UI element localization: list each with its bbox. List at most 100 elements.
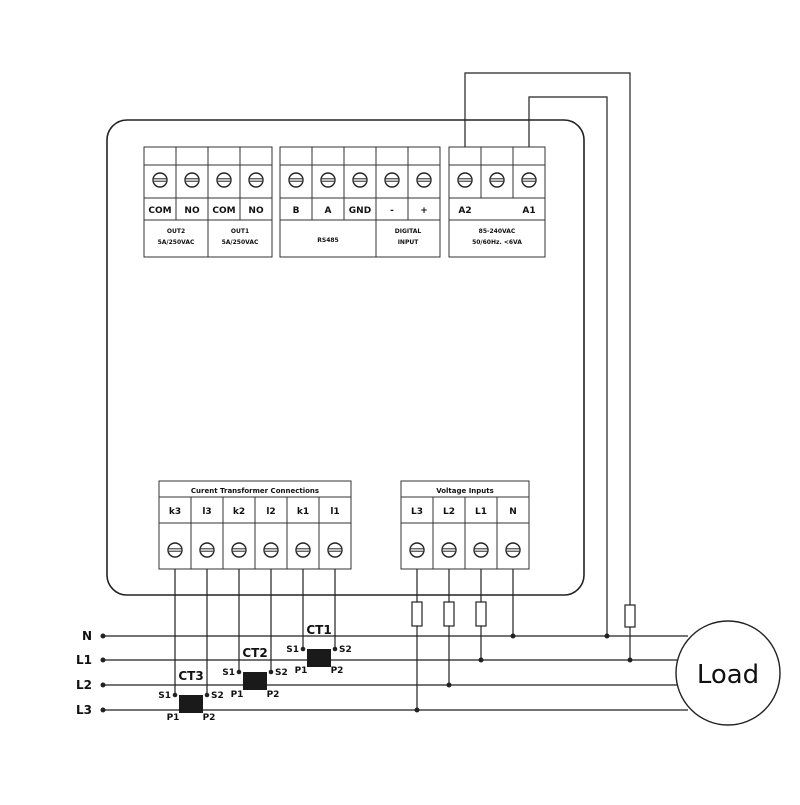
terminal-label-no-2: NO: [184, 206, 200, 216]
ct-wires: [174, 569, 336, 695]
junction-dot-icon: [510, 633, 516, 639]
ct2-s1: S1: [222, 668, 235, 678]
comm-terminal-block: B A GND - + RS485 DIGITAL INPUT: [279, 146, 441, 258]
ct1-s2: S2: [339, 645, 352, 655]
screw-icon[interactable]: [505, 542, 521, 558]
screw-icon[interactable]: [199, 542, 215, 558]
ct1-label: CT1: [306, 623, 331, 637]
rs485-label: RS485: [317, 237, 338, 244]
supply-lines: N L1 L2 L3: [76, 629, 688, 717]
out1-rating: 5A/250VAC: [222, 239, 259, 246]
line-label-l1: L1: [76, 653, 92, 667]
ct-label-k2: k2: [233, 507, 245, 517]
ct2-s2: S2: [275, 668, 288, 678]
screw-icon[interactable]: [384, 172, 400, 188]
ct-terminal-block: Curent Transformer Connections k3 l3 k2 …: [158, 480, 352, 570]
screw-icon[interactable]: [441, 542, 457, 558]
ct3-core: [179, 695, 203, 713]
voltage-terminal-block: Voltage Inputs L3 L2 L1 N: [400, 480, 530, 570]
screw-icon[interactable]: [473, 542, 489, 558]
screw-icon[interactable]: [295, 542, 311, 558]
screw-icon[interactable]: [216, 172, 232, 188]
screw-icon[interactable]: [352, 172, 368, 188]
ct-label-l3: l3: [202, 507, 211, 517]
ct2-label: CT2: [242, 646, 267, 660]
screw-icon[interactable]: [231, 542, 247, 558]
terminal-label-a: A: [325, 206, 332, 216]
screw-icon[interactable]: [327, 542, 343, 558]
supply-voltage-label: 85-240VAC: [479, 228, 516, 235]
junction-dot-icon: [478, 657, 484, 663]
screw-icon[interactable]: [489, 172, 505, 188]
line-label-n: N: [82, 629, 92, 643]
terminal-label-no-1: NO: [248, 206, 264, 216]
load-label: Load: [697, 660, 759, 690]
screw-icon[interactable]: [152, 172, 168, 188]
wire-supply-a2: [464, 72, 631, 605]
ct3-label: CT3: [178, 669, 203, 683]
screw-icon[interactable]: [521, 172, 537, 188]
ct2-p1: P1: [231, 690, 244, 700]
screw-icon[interactable]: [288, 172, 304, 188]
junction-dot-icon: [446, 682, 452, 688]
line-label-l3: L3: [76, 703, 92, 717]
terminal-label-com-2: COM: [148, 206, 171, 216]
out1-label: OUT1: [231, 228, 249, 235]
ct2-core: [243, 672, 267, 690]
ct3-s2: S2: [211, 691, 224, 701]
screw-icon[interactable]: [184, 172, 200, 188]
junction-dot-icon: [414, 707, 420, 713]
voltage-input-wires: [411, 569, 633, 713]
terminal-label-com-1: COM: [212, 206, 235, 216]
ct-label-l2: l2: [266, 507, 275, 517]
voltage-label-l1: L1: [475, 507, 487, 517]
terminal-label-minus: -: [390, 206, 394, 216]
terminal-label-gnd: GND: [349, 206, 371, 216]
ct3-p1: P1: [167, 713, 180, 723]
ct1-s1: S1: [286, 645, 299, 655]
terminal-label-a1: A1: [522, 206, 535, 216]
voltage-block-header: Voltage Inputs: [436, 487, 494, 495]
terminal-label-a2: A2: [458, 206, 471, 216]
ct3: CT3 S1 S2 P1 P2: [158, 669, 224, 723]
line-label-l2: L2: [76, 678, 92, 692]
out2-rating: 5A/250VAC: [158, 239, 195, 246]
screw-icon[interactable]: [457, 172, 473, 188]
screw-icon[interactable]: [248, 172, 264, 188]
terminal-label-b: B: [293, 206, 300, 216]
junction-dot-icon: [627, 657, 633, 663]
ct-label-k3: k3: [169, 507, 181, 517]
voltage-label-n: N: [509, 507, 517, 517]
screw-icon[interactable]: [409, 542, 425, 558]
ct1-p2: P2: [331, 666, 344, 676]
screw-icon[interactable]: [320, 172, 336, 188]
ct1-p1: P1: [295, 666, 308, 676]
power-terminal-block: A2 A1 85-240VAC 50/60Hz. <6VA: [448, 146, 546, 258]
digital-input-label-1: DIGITAL: [395, 228, 422, 235]
relay-terminal-block: COM NO COM NO OUT2 5A/250VAC OUT1 5A/250…: [143, 146, 273, 258]
supply-frequency-label: 50/60Hz. <6VA: [472, 239, 522, 246]
ct-block-header: Curent Transformer Connections: [191, 487, 319, 495]
ct1-core: [307, 649, 331, 667]
ct1: CT1 S1 S2 P1 P2: [286, 623, 352, 676]
terminal-label-plus: +: [420, 206, 428, 216]
ct3-s1: S1: [158, 691, 171, 701]
voltage-label-l2: L2: [443, 507, 455, 517]
wire-supply-a1: [528, 96, 608, 636]
load-circle: [675, 620, 781, 726]
ct2: CT2 S1 S2 P1 P2: [222, 646, 288, 700]
fuse-icon: [624, 604, 636, 628]
ct-label-k1: k1: [297, 507, 309, 517]
junction-dot-icon: [604, 633, 610, 639]
ct3-p2: P2: [203, 713, 216, 723]
fuse-icon: [411, 601, 423, 627]
screw-icon[interactable]: [167, 542, 183, 558]
ct2-p2: P2: [267, 690, 280, 700]
screw-icon[interactable]: [263, 542, 279, 558]
voltage-label-l3: L3: [411, 507, 423, 517]
ct-label-l1: l1: [330, 507, 339, 517]
screw-icon[interactable]: [416, 172, 432, 188]
fuse-icon: [475, 601, 487, 627]
